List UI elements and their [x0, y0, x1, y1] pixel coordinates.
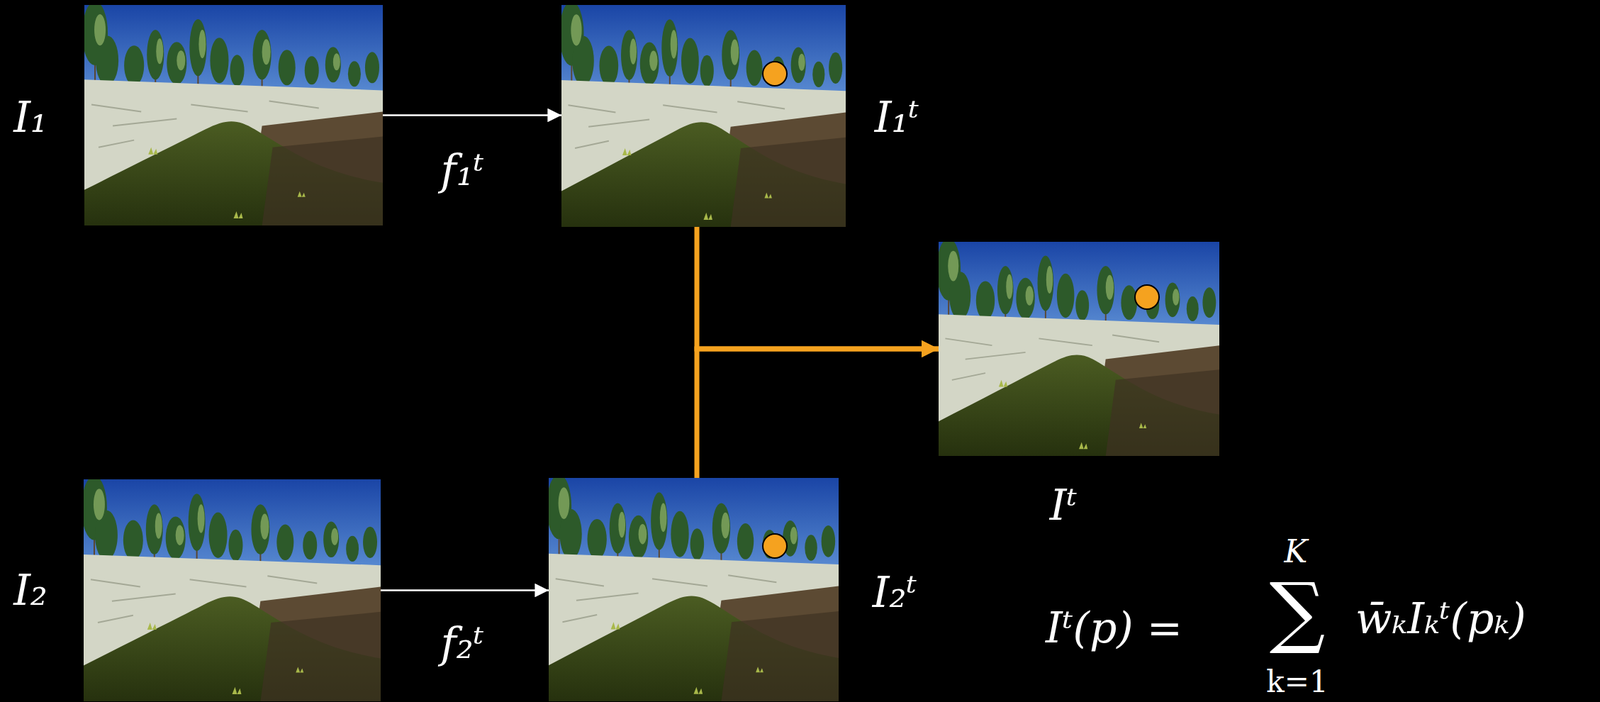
image-node: I₂ᵗ: [548, 477, 839, 702]
warped-image: [559, 1, 846, 227]
flow-arrow: [382, 114, 562, 117]
image-node: I₁ᵗ: [561, 4, 846, 227]
formula-part: K: [1284, 535, 1308, 568]
formula-part: w̄ₖIₖᵗ(pₖ): [1355, 596, 1527, 640]
image-label: I₁: [13, 93, 48, 141]
image-label: Iᵗ: [1049, 481, 1078, 529]
flow-arrow: [696, 226, 939, 349]
flow-arrow: [380, 589, 549, 592]
formula-part: ∑: [1269, 572, 1326, 651]
input-image: [81, 475, 381, 702]
flow-label: f₂ᵗ: [440, 619, 484, 667]
image-label: I₁ᵗ: [874, 93, 920, 141]
formula-part: k=1: [1266, 667, 1328, 697]
correspondence-dots: [762, 61, 1160, 558]
formula-part: Iᵗ(p) =: [1045, 606, 1183, 649]
image-label: I₂: [13, 566, 48, 614]
image-node: I₁: [84, 4, 383, 226]
image-node: I₂: [83, 479, 381, 702]
warped-image: [546, 474, 839, 702]
flow-label: f₁ᵗ: [440, 146, 484, 194]
blended-image: [936, 238, 1220, 456]
image-node: Iᵗ: [938, 241, 1220, 456]
image-label: I₂ᵗ: [872, 568, 918, 616]
input-image: [82, 1, 383, 226]
flow-arrow: [696, 348, 939, 478]
